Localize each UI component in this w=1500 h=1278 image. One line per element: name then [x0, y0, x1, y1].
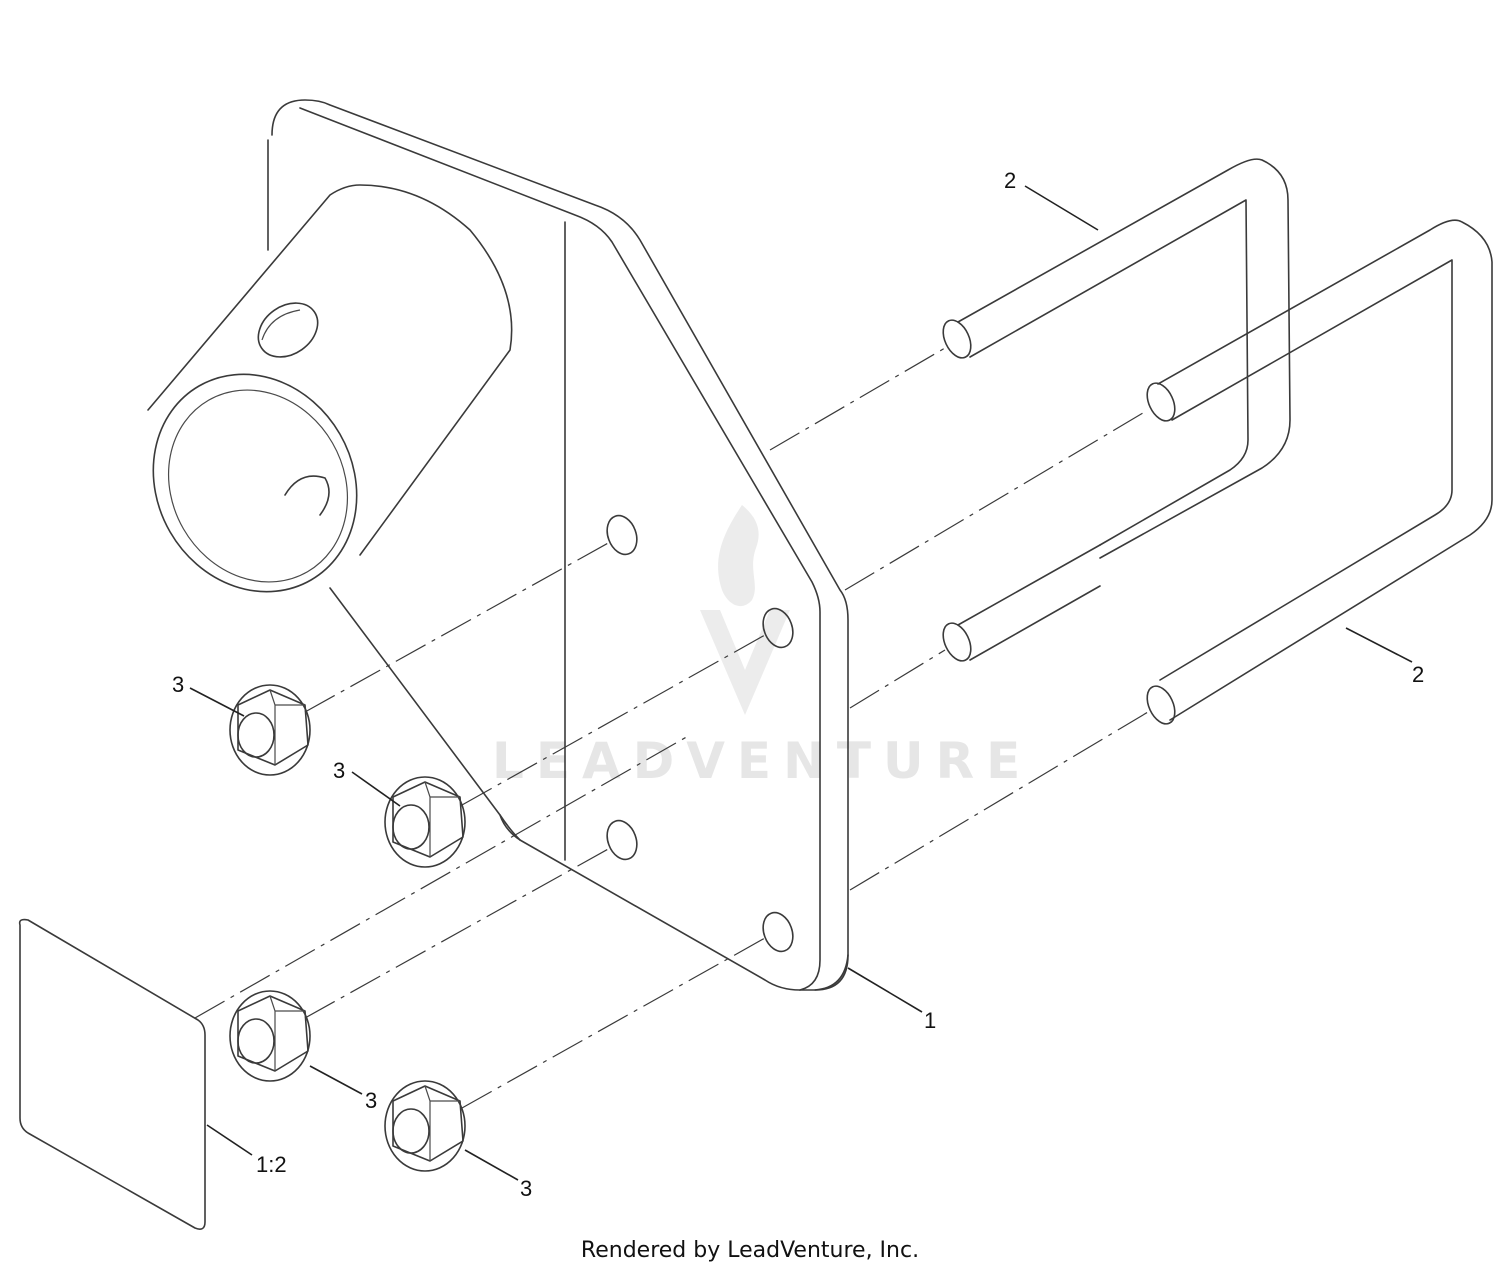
flange-nut-2: [384, 776, 466, 868]
footer-credit: Rendered by LeadVenture, Inc.: [580, 1238, 920, 1263]
callout-3-a: 3: [172, 672, 184, 697]
callout-2-lower: 2: [1412, 662, 1424, 687]
flange-nut-3: [229, 990, 311, 1082]
leader-lines: [189, 185, 1413, 1181]
assembly-lines: [194, 347, 1149, 1109]
callout-3-c: 3: [365, 1088, 377, 1113]
watermark-text: LEADVENTURE: [492, 732, 1032, 790]
u-bolt-lower: [1146, 219, 1493, 725]
decal-plate: [18, 918, 206, 1230]
flange-nut-4: [384, 1080, 466, 1172]
u-bolt-upper: [942, 158, 1291, 662]
callout-1: 1: [924, 1008, 936, 1033]
watermark-logo: [700, 505, 790, 715]
mounting-plate: [267, 99, 849, 991]
tube-socket: [147, 184, 521, 841]
callout-3-b: 3: [333, 758, 345, 783]
flange-nut-1: [229, 684, 311, 776]
callout-1-2: 1:2: [256, 1152, 287, 1177]
callout-2-upper: 2: [1004, 168, 1016, 193]
callout-3-d: 3: [520, 1176, 532, 1201]
